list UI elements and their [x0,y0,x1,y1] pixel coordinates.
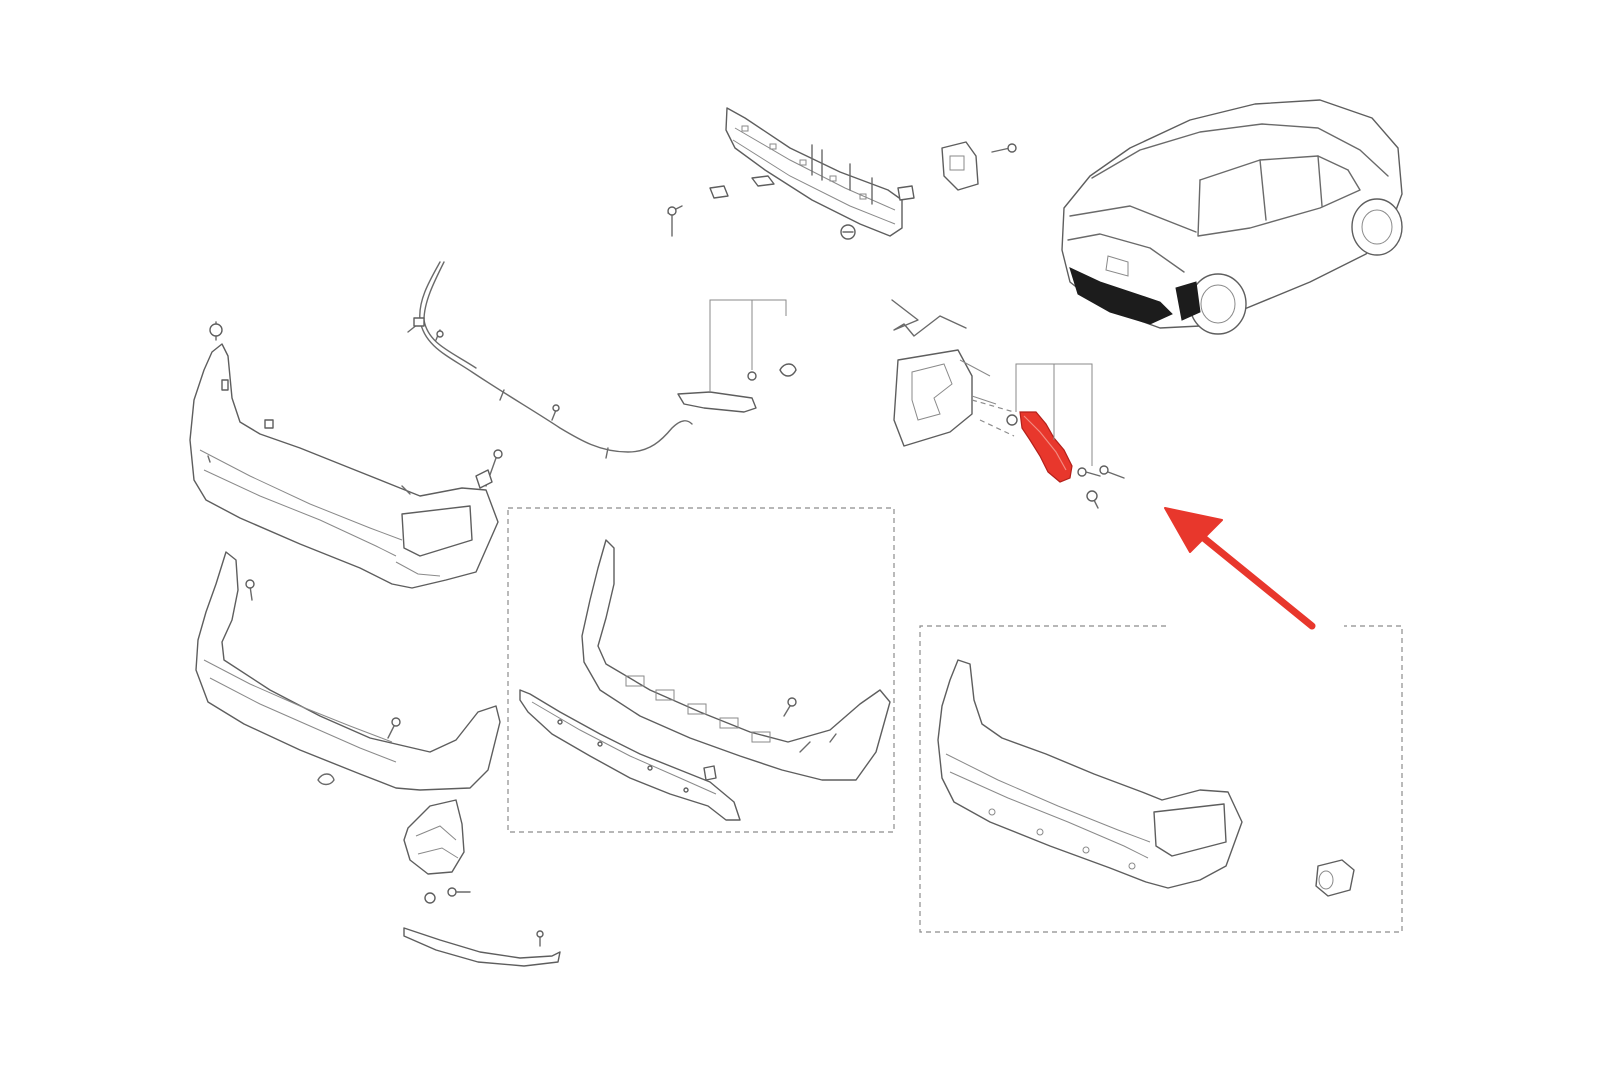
bracket-mounting-detail [891,299,1015,447]
energy-absorber-bracket[interactable] [941,141,1017,191]
beam-clip-left[interactable] [667,175,775,237]
splash-guard[interactable] [403,799,471,904]
bumper-beam[interactable] [725,107,903,237]
reference-vehicle [1061,99,1403,335]
bumper-side-bracket[interactable] [1006,363,1125,509]
sensor-group-box [919,625,1403,933]
lower-bumper-cover[interactable] [195,551,501,791]
beam-nut[interactable] [840,224,856,240]
beam-clip-right[interactable] [897,185,915,201]
bumper-bolt-left[interactable] [475,449,503,489]
lower-moulding[interactable] [403,927,561,967]
lower-bumper-cover-alt[interactable] [581,539,891,781]
reflector[interactable] [677,299,797,413]
parking-sensor[interactable] [1315,859,1355,897]
bumper-lower-trim[interactable] [519,689,741,821]
lower-trim-group-box [507,507,895,833]
rear-bumper-cover-sensor[interactable] [937,659,1243,889]
bumper-wiring-harness[interactable] [407,261,693,459]
highlight-arrow [1164,507,1316,630]
rear-bumper-cover[interactable] [189,321,499,589]
